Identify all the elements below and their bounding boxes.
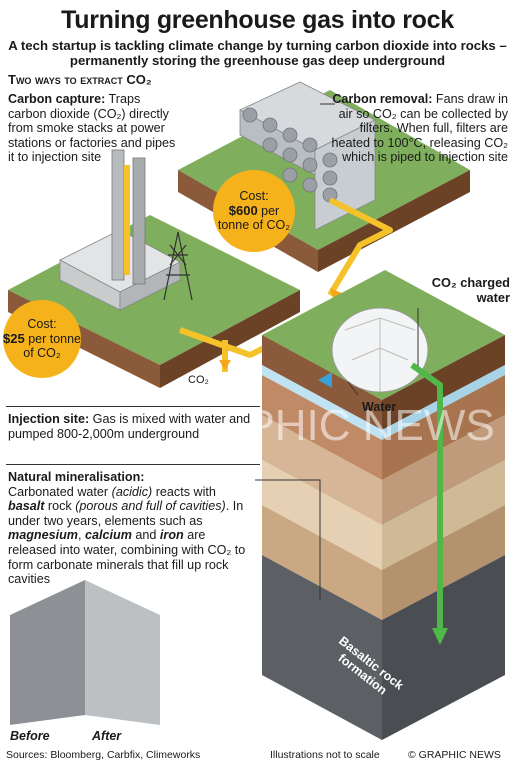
page-title: Turning greenhouse gas into rock [61,6,454,34]
injection-dome [331,307,429,393]
co2-charged-water-pipe [410,362,443,630]
mineralisation-text-3: rock [47,499,72,514]
capture-cost-unit: per tonne of CO₂ [23,331,82,361]
capture-cost-badge: Cost: $25 per tonne of CO₂ [3,300,81,378]
before-label: Before [10,729,50,743]
sources: Sources: Bloomberg, Carbfix, Climeworks [6,749,201,761]
mineralisation-acidic: (acidic) [111,484,153,499]
credit: © GRAPHIC NEWS [408,749,501,761]
mineralisation-magnesium: magnesium [8,528,78,543]
mineralisation-description: Natural mineralisation: Carbonated water… [8,470,246,587]
mineralisation-porous: (porous and full of cavities) [75,499,226,514]
capture-cost-value: $25 [3,330,25,346]
page-subtitle: A tech startup is tackling climate chang… [8,38,507,68]
ground-block [262,270,505,740]
removal-cost-badge: Cost: $600 per tonne of CO₂ [213,170,295,252]
water-inlet-arrow [318,372,332,388]
carbon-removal-heading: Carbon removal: [332,92,433,106]
mineralisation-iron: iron [159,528,184,543]
mineralisation-text-5: are released into water, combining with … [8,528,246,587]
mineralisation-and: and [135,528,157,543]
mineralisation-text-4: . In under two years, elements such as [8,499,244,528]
mineralisation-text-2: reacts with [155,484,216,499]
injection-site-heading: Injection site: [8,412,90,426]
mineralisation-calcium: calcium [85,528,132,543]
divider-injection [6,406,260,407]
carbon-removal-body: Fans draw in air so CO₂ can be collected… [331,92,508,165]
section-heading: Two ways to extract CO₂ [8,72,152,87]
scale-note: Illustrations not to scale [270,749,380,761]
rock-sample-before [10,580,85,725]
injection-site-body: Gas is mixed with water and pumped 800-2… [8,412,251,441]
pylon [163,231,193,301]
carbon-removal-description: Carbon removal: Fans draw in air so CO₂ … [330,92,508,165]
mineralisation-heading: Natural mineralisation: [8,470,145,484]
after-label: After [92,729,122,743]
mineralisation-text-1: Carbonated water [8,484,109,499]
co2-pipe-label: CO₂ [188,374,209,386]
removal-cost-unit: per tonne of CO₂ [217,203,291,233]
injection-arrow [432,628,448,645]
carbon-capture-description: Carbon capture: Traps carbon dioxide (CO… [8,92,178,165]
removal-cost-label: Cost: [239,189,269,204]
capture-cost-label: Cost: [27,317,57,332]
co2-charged-water-label: CO₂ charged water [431,275,510,305]
injection-site-description: Injection site: Gas is mixed with water … [8,412,263,441]
removal-cost-value: $600 [228,202,258,218]
mineralisation-basalt: basalt [8,499,45,514]
divider-mineralisation [6,464,260,465]
rock-sample-after [85,580,160,725]
water-label: Water [362,400,397,414]
carbon-capture-heading: Carbon capture: [8,92,106,106]
carbon-capture-body: Traps carbon dioxide (CO₂) directly from… [8,92,176,165]
power-plant [59,149,181,311]
